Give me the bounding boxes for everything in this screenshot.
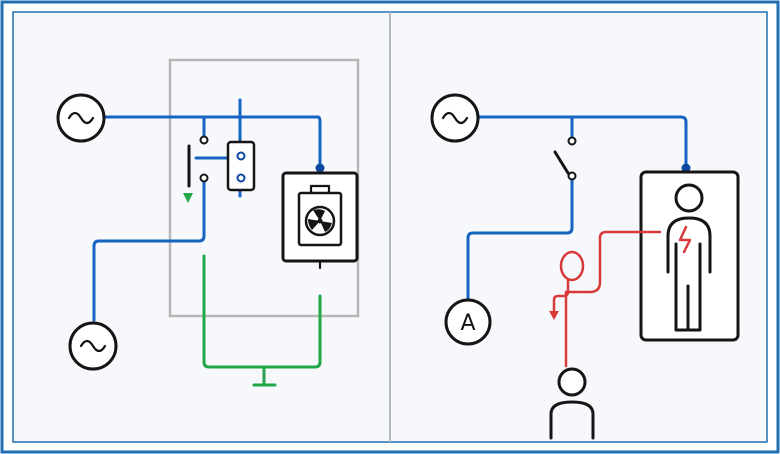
live-wire-top <box>475 115 688 170</box>
ammeter-icon: A <box>444 298 492 346</box>
open-switch-icon <box>187 135 209 188</box>
current-direction-arrow-icon <box>183 193 193 203</box>
ac-source-icon <box>68 321 118 371</box>
person-outline-icon <box>549 250 585 320</box>
ac-source-icon <box>56 93 106 143</box>
fan-appliance-icon <box>281 163 359 270</box>
open-switch-icon <box>553 136 577 181</box>
left-panel <box>56 58 360 387</box>
shock-current-path <box>564 230 662 294</box>
ground-symbol-icon <box>252 365 277 387</box>
person-shock-icon <box>639 163 740 342</box>
return-wire <box>466 178 574 302</box>
right-panel: A <box>430 93 740 440</box>
ac-source-icon <box>430 93 480 143</box>
relay-icon <box>226 140 256 192</box>
ammeter-label: A <box>460 311 475 336</box>
return-wire <box>92 176 206 322</box>
live-wire-top <box>102 115 322 170</box>
ground-wire <box>202 254 322 369</box>
person-icon <box>549 367 595 440</box>
